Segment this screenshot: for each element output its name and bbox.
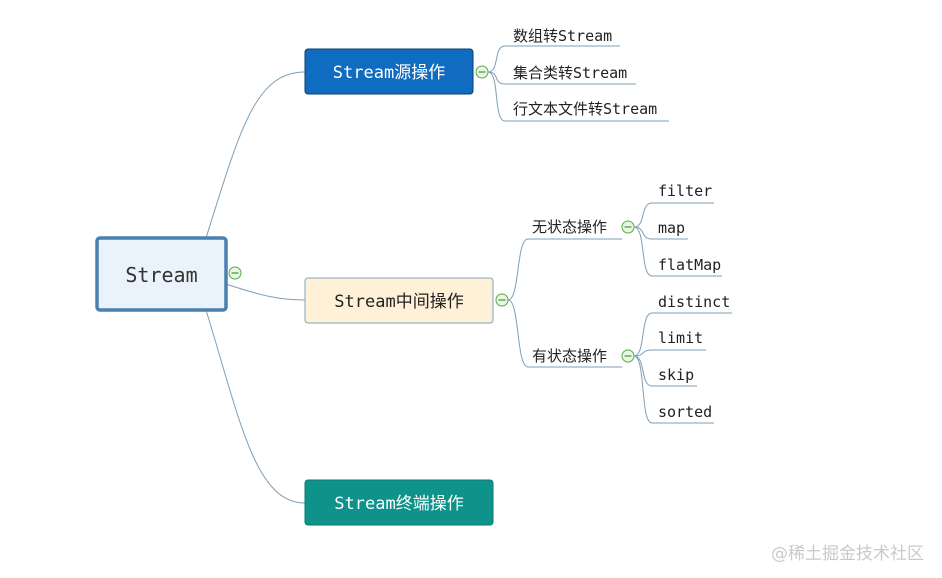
leaf-text-file-to-stream-label: 行文本文件转Stream [513,100,657,118]
leaf-text-file-to-stream[interactable]: 行文本文件转Stream [513,100,657,118]
leaf-collection-to-stream-label: 集合类转Stream [513,64,627,82]
leaf-sorted[interactable]: sorted [658,403,712,421]
branch-terminal-operations-label: Stream终端操作 [334,494,463,514]
stateful-operations-collapse-toggle[interactable] [621,349,635,363]
leaf-filter[interactable]: filter [658,182,712,200]
leaf-sorted-label: sorted [658,403,712,421]
connector-stateful [507,299,622,368]
branch-terminal-operations[interactable]: Stream终端操作 [304,479,494,526]
watermark: @稀土掘金技术社区 [771,544,924,564]
root-node-box[interactable] [95,236,228,312]
leaf-flatmap[interactable]: flatMap [658,256,721,274]
leaf-skip-label: skip [658,366,694,384]
branch-intermediate-operations-box[interactable] [304,277,494,324]
root-collapse-toggle[interactable] [228,266,242,280]
branch-intermediate-operations-label: Stream中间操作 [334,292,463,312]
leaf-limit[interactable]: limit [658,329,703,347]
branch-terminal-operations-box[interactable] [304,479,494,526]
connector-root-to-intermediate [225,283,306,301]
leaf-array-to-stream[interactable]: 数组转Stream [513,27,612,45]
connector-limit [633,349,706,357]
connector-root-to-terminal [205,309,306,504]
connector-root-to-source [205,71,306,239]
leaf-array-to-stream-label: 数组转Stream [513,27,612,45]
connector-distinct [633,312,732,357]
branch-source-operations-box[interactable] [304,48,474,95]
root-node[interactable]: Stream [95,236,228,312]
connector-collection-to-stream [487,71,636,85]
connector-sorted [633,355,714,424]
branch-intermediate-operations[interactable]: Stream中间操作 [304,277,494,324]
source-operations-collapse-toggle[interactable] [475,65,489,79]
connector-skip [633,355,697,387]
subbranch-stateless-operations[interactable]: 无状态操作 [532,218,607,236]
leaf-map-label: map [658,219,685,237]
leaf-skip[interactable]: skip [658,366,694,384]
leaf-flatmap-label: flatMap [658,256,721,274]
intermediate-operations-collapse-toggle[interactable] [495,293,509,307]
connector-flatmap [633,226,722,277]
branch-source-operations[interactable]: Stream源操作 [304,48,474,95]
leaf-limit-label: limit [658,329,703,347]
leaf-collection-to-stream[interactable]: 集合类转Stream [513,64,627,82]
subbranch-stateless-operations-label: 无状态操作 [532,218,607,236]
connector-filter [633,202,714,228]
leaf-distinct[interactable]: distinct [658,293,730,311]
root-node-label: Stream [125,263,197,287]
leaf-map[interactable]: map [658,219,685,237]
connector-array-to-stream [487,45,620,73]
connector-map [633,226,688,240]
connector-stateless [507,238,622,301]
subbranch-stateful-operations-label: 有状态操作 [532,347,607,365]
stateless-operations-collapse-toggle[interactable] [621,220,635,234]
subbranch-stateful-operations[interactable]: 有状态操作 [532,347,607,365]
leaf-filter-label: filter [658,182,712,200]
leaf-distinct-label: distinct [658,293,730,311]
connector-text-file-to-stream [487,71,669,122]
connector-lines [205,45,732,504]
branch-source-operations-label: Stream源操作 [333,63,445,83]
